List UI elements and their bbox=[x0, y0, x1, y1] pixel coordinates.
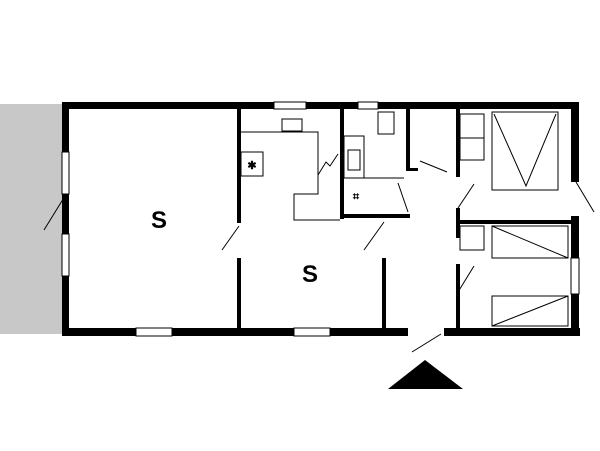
windows bbox=[61, 101, 580, 337]
stove-icon: ✱ bbox=[247, 160, 256, 172]
bathroom-fixtures bbox=[343, 111, 404, 179]
bed-top bbox=[459, 111, 559, 191]
outer-walls bbox=[62, 102, 580, 336]
kitchen-counter bbox=[240, 118, 340, 221]
drain-icon: ⌗ bbox=[352, 191, 360, 203]
door-swings bbox=[43, 160, 595, 353]
terrace-area bbox=[0, 104, 62, 334]
room-label-second: S bbox=[302, 261, 318, 288]
interior-walls bbox=[237, 109, 571, 328]
bed-bottom bbox=[459, 225, 569, 327]
entrance-arrow-icon bbox=[388, 360, 463, 389]
room-label-living: S bbox=[151, 207, 167, 234]
